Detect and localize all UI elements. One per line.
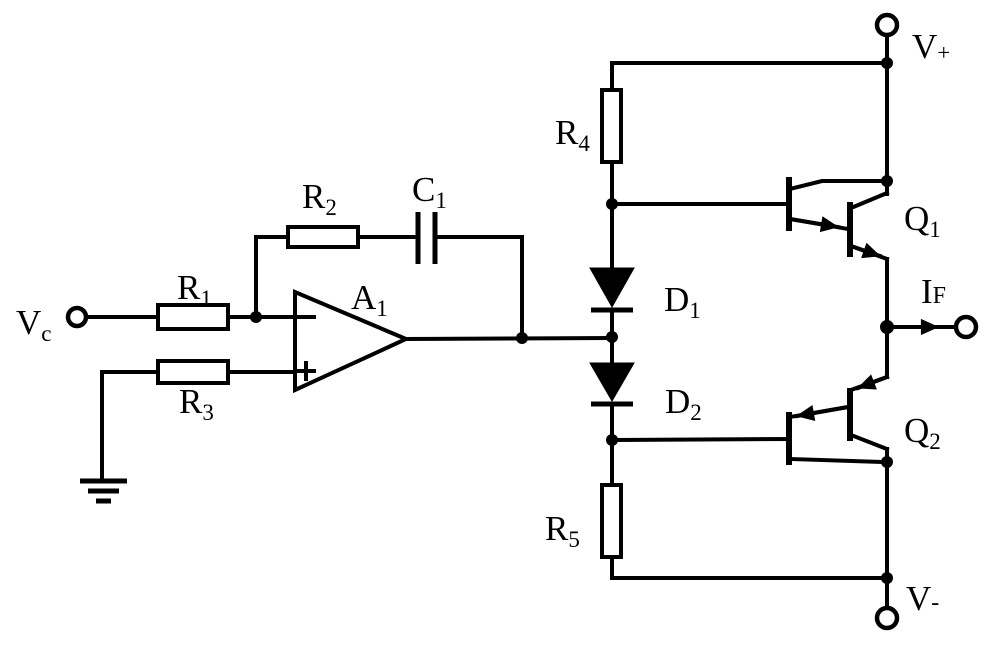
resistor-r3-icon: [156, 359, 230, 385]
q1-output-emitter-arrow-icon: [848, 242, 883, 259]
label-r5: R5: [545, 509, 580, 552]
wire-opamp-output: [403, 335, 615, 342]
label-c1: C1: [412, 170, 447, 213]
transistor-q1-icon: [786, 175, 893, 329]
junction-q1-collector: [881, 175, 893, 187]
q2-input-collector: [787, 456, 887, 465]
label-q2: Q2: [904, 411, 941, 454]
label-d2: D2: [665, 382, 702, 425]
opamp-triangle-icon: [293, 288, 411, 394]
resistor-r5-icon: [600, 483, 623, 559]
diode-d1-icon: [589, 267, 635, 313]
label-input-voltage: Vc: [16, 303, 52, 346]
supply-rails: [610, 12, 900, 631]
output-terminal-group: [880, 314, 979, 340]
label-vminus: V-: [906, 579, 939, 618]
bias-chain: [589, 61, 791, 580]
input-network: [65, 303, 297, 504]
output-terminal-icon: [953, 314, 979, 340]
q2-input-emitter-arrow-icon: [794, 404, 851, 422]
label-vplus: V+: [912, 27, 950, 66]
capacitor-c1-icon: [415, 212, 438, 264]
input-terminal-icon: [65, 305, 89, 329]
label-q1: Q1: [904, 199, 941, 242]
resistor-r2-icon: [286, 225, 360, 249]
q1-input-collector: [787, 179, 887, 192]
label-d1: D1: [664, 280, 701, 323]
junction-diode-midpoint: [606, 331, 618, 343]
wire-to-q2-base: [609, 436, 791, 443]
transistor-q2-icon: [786, 325, 893, 580]
wire-feedback-left: [254, 235, 290, 319]
label-r1: R1: [177, 268, 212, 311]
feedback-network: [254, 212, 528, 344]
q2-output-emitter-arrow-icon: [855, 374, 890, 391]
q1-output-collector: [848, 190, 890, 211]
q2-output-collector: [848, 432, 890, 452]
ground-icon: [80, 478, 127, 504]
vplus-terminal-icon: [874, 12, 900, 38]
vminus-terminal-icon: [874, 605, 900, 631]
resistor-r4-icon: [600, 88, 623, 164]
opamp-a1: [293, 288, 615, 394]
noninverting-input-plus-icon: [296, 361, 316, 381]
resistor-r1-icon: [156, 303, 230, 331]
label-r3: R3: [179, 382, 214, 425]
q1-input-emitter-arrow-icon: [787, 216, 841, 233]
junction-opamp-output: [516, 332, 528, 344]
diode-d2-icon: [589, 362, 635, 407]
label-output-current: IF: [921, 272, 946, 311]
label-r2: R2: [302, 177, 337, 220]
label-a1: A1: [351, 278, 388, 321]
label-r4: R4: [555, 113, 590, 156]
